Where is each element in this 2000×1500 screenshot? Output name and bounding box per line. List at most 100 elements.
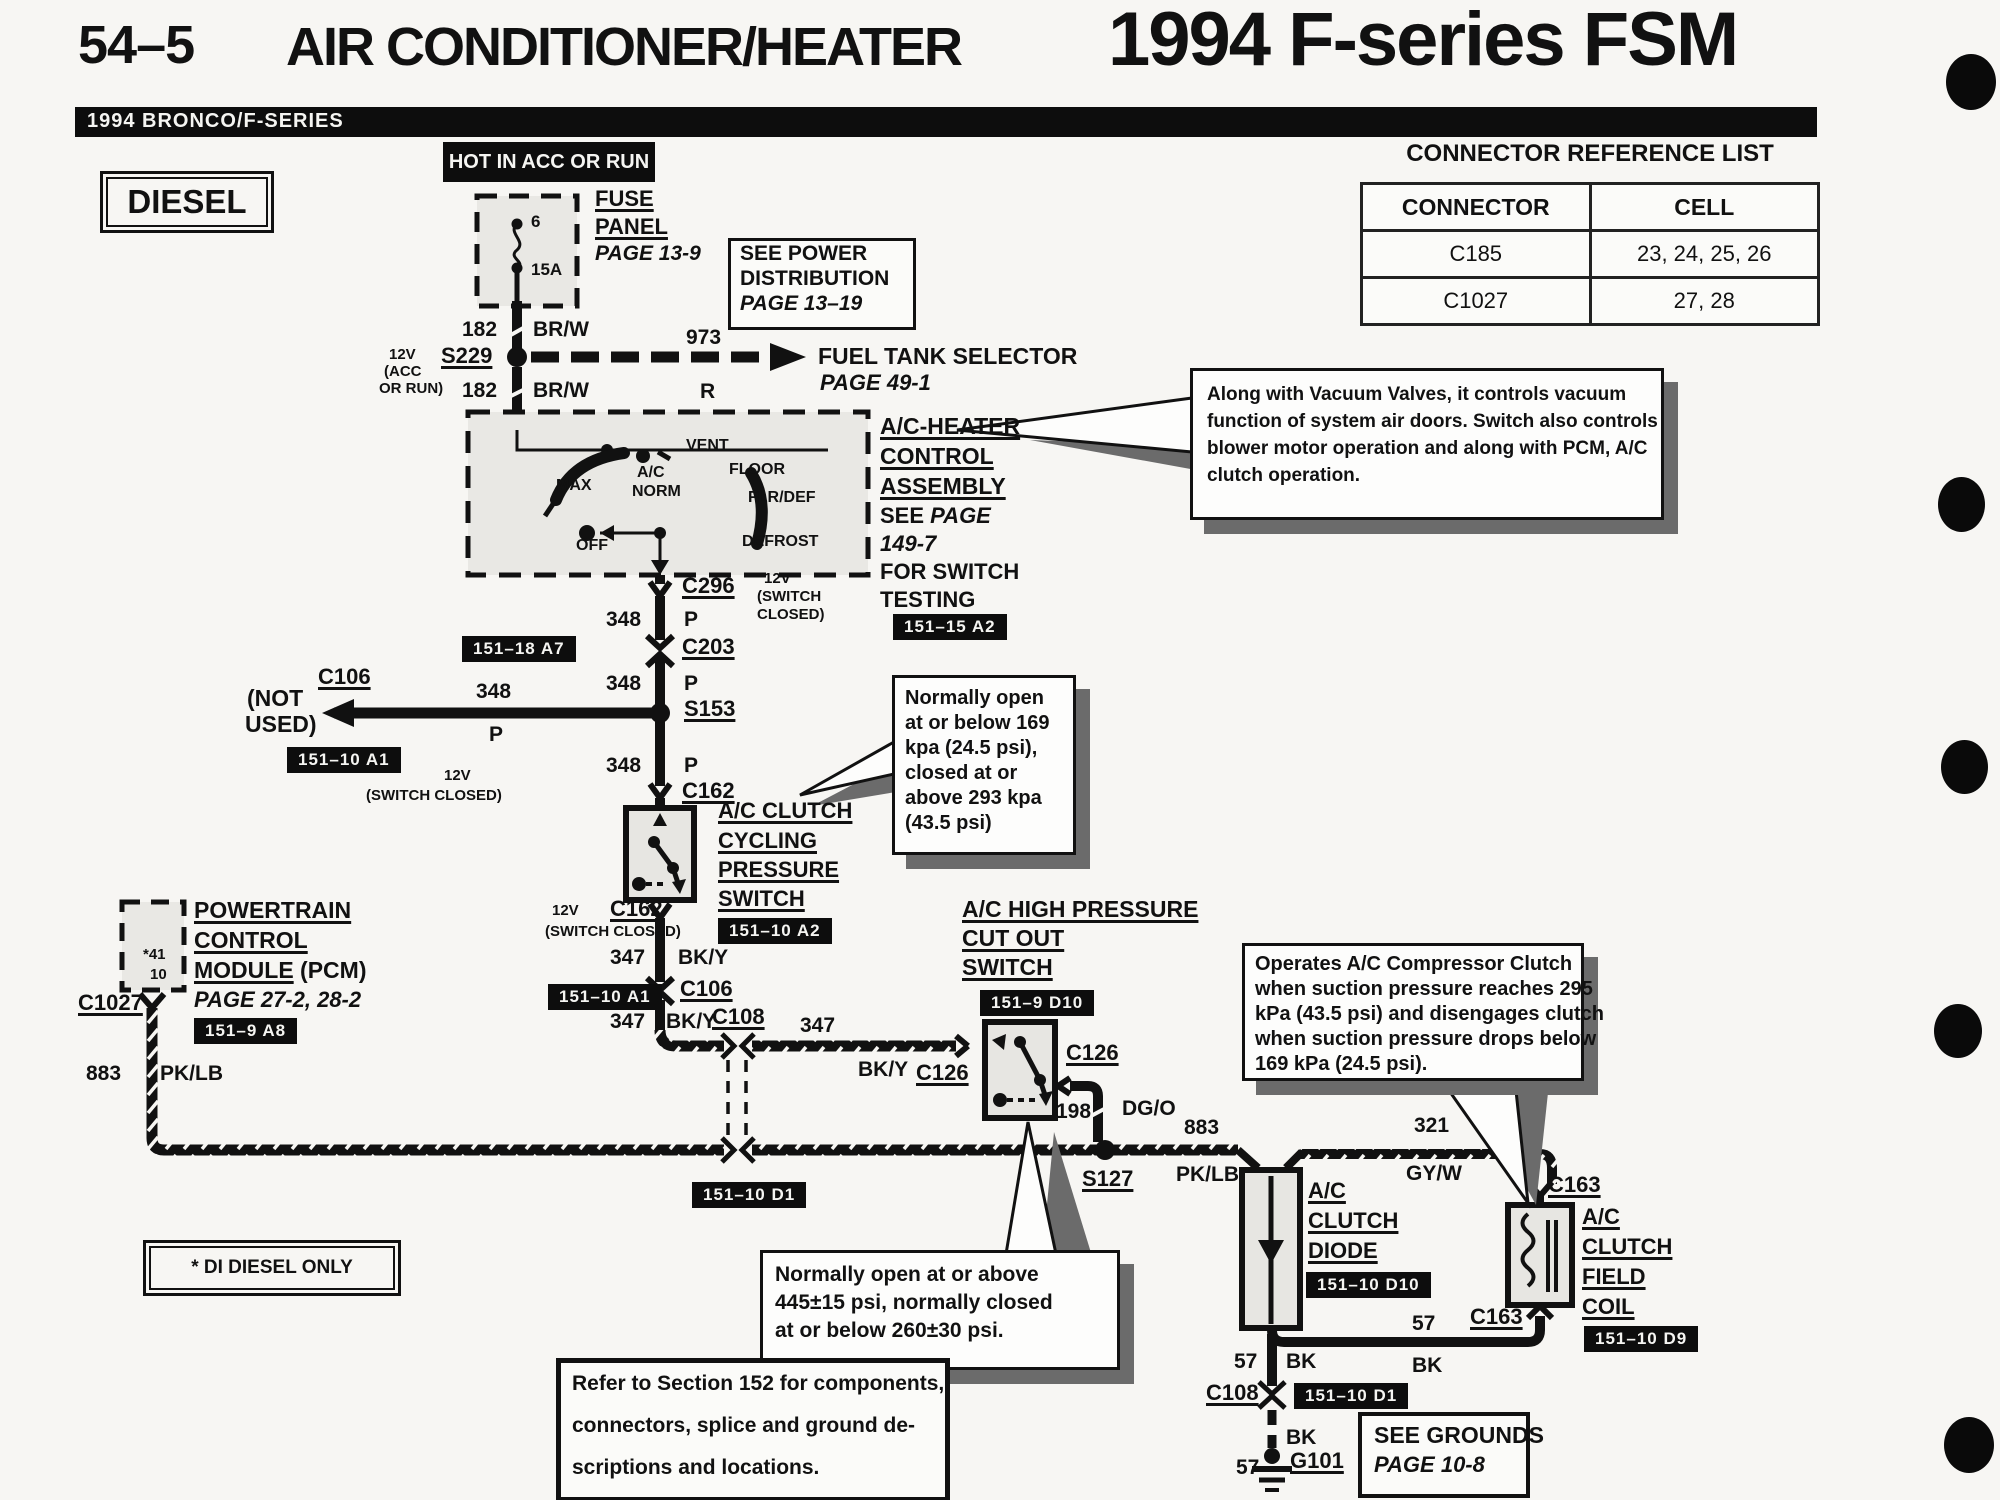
wire-973 (531, 343, 806, 371)
grounds-box (1358, 1412, 1530, 1498)
pcm-pin: *41 (143, 946, 166, 963)
grounds-line1: SEE GROUNDS (1374, 1422, 1544, 1448)
fuel-selector-page: PAGE 49-1 (820, 370, 931, 395)
wire-color: BK/Y (666, 1010, 717, 1033)
pcm-page: PAGE 27-2, 28-2 (194, 987, 362, 1012)
wire-number: 182 (462, 379, 498, 402)
switch-pos-norm: NORM (632, 483, 681, 500)
wire-number: 182 (462, 318, 498, 341)
control-assembly-symbol (465, 409, 871, 578)
note-line: at or below 169 (905, 712, 1050, 734)
field-coil-symbol (1505, 1202, 1575, 1308)
cutout-switch-symbol (982, 1019, 1107, 1142)
grounds-line2: PAGE 10-8 (1374, 1452, 1485, 1477)
manual-overlay-title: 1994 F-series FSM (1108, 0, 1739, 82)
diesel-note-text: * DI DIESEL ONLY (191, 1257, 353, 1278)
cell-tag: 151–10 D1 (1294, 1383, 1409, 1409)
note-line: (43.5 psi) (905, 812, 992, 834)
cell-tag: 151–10 D10 (1306, 1272, 1431, 1298)
connector-reference-table: CONNECTOR CELL C185 23, 24, 25, 26 C1027… (1360, 182, 1820, 326)
variant-box: DIESEL (100, 171, 274, 233)
variant-label: DIESEL (127, 183, 247, 220)
switch-pos-defrost: DEFROST (742, 533, 819, 550)
cell-tag: 151–15 A2 (893, 614, 1007, 640)
punch-hole (1946, 54, 1996, 110)
hp-title-3: SWITCH (962, 954, 1053, 980)
note-line: closed at or (905, 762, 1018, 784)
note-line: kpa (24.5 psi), (905, 737, 1038, 759)
wire-number: 321 (1414, 1114, 1450, 1137)
col-header-connector: CONNECTOR (1360, 182, 1592, 232)
note-line: when suction pressure drops below (1255, 1028, 1597, 1050)
note-line: function of system air doors. Switch als… (1207, 411, 1658, 432)
connector-label-c126b: C126 (1066, 1040, 1119, 1065)
refer-line1: Refer to Section 152 for components, (572, 1372, 945, 1395)
ccps-title-2: CYCLING (718, 828, 817, 853)
wire-color: BK/Y (678, 946, 729, 969)
connector-label-c108: C108 (712, 1004, 765, 1029)
cell-value: 27, 28 (1588, 276, 1820, 326)
refer-box (556, 1358, 950, 1500)
wire-number: 347 (610, 946, 646, 969)
switch-pos-off: OFF (576, 537, 608, 554)
wire-number: 198 (1056, 1100, 1092, 1123)
pcm-pin: 10 (150, 966, 167, 983)
wire-color: P (684, 754, 699, 777)
connector-value: C185 (1360, 229, 1592, 279)
coil-title-1: A/C (1582, 1204, 1620, 1229)
wire-number: 883 (86, 1062, 122, 1085)
pcm-title-1: POWERTRAIN (194, 897, 352, 923)
wire-color: GY/W (1406, 1162, 1462, 1185)
wire-color: BR/W (533, 379, 589, 402)
assembly-title-7: TESTING (880, 587, 976, 612)
voltage-note: (SWITCH CLOSED) (545, 923, 681, 940)
wire-number: 348 (606, 672, 642, 695)
power-distribution-box (728, 238, 916, 330)
ccps-title-3: PRESSURE (718, 857, 840, 882)
note-line: 445±15 psi, normally closed (775, 1291, 1053, 1314)
page-title: AIR CONDITIONER/HEATER (286, 17, 963, 77)
coil-title-3: FIELD (1582, 1264, 1646, 1289)
cell-tag: 151–10 D9 (1584, 1326, 1699, 1352)
connector-label-c296: C296 (682, 573, 735, 598)
assembly-title-4: SEE PAGE (880, 503, 991, 528)
voltage-note: (ACC (384, 363, 422, 380)
wire-number: 347 (610, 1010, 646, 1033)
coil-title-2: CLUTCH (1582, 1234, 1673, 1259)
hp-title-1: A/C HIGH PRESSURE (962, 896, 1199, 922)
fuse-panel-page: PAGE 13-9 (595, 242, 701, 265)
power-dist-line3: PAGE 13–19 (740, 292, 863, 315)
voltage-note: (SWITCH CLOSED) (366, 787, 502, 804)
table-row: C185 23, 24, 25, 26 (1360, 229, 1820, 279)
diode-title-1: A/C (1308, 1178, 1346, 1203)
punch-hole (1941, 740, 1988, 794)
connector-value: C1027 (1360, 276, 1592, 326)
note-line: Operates A/C Compressor Clutch (1255, 953, 1573, 975)
wire-number: 348 (606, 754, 642, 777)
model-bar: 1994 BRONCO/F-SERIES (75, 107, 1817, 137)
connector-label-c162: C162 (682, 778, 735, 803)
connector-label-c126: C126 (916, 1060, 969, 1085)
fuse-rating: 15A (531, 260, 563, 279)
cell-tag: 151–10 A1 (287, 747, 401, 773)
fuse-panel-symbol (474, 193, 580, 309)
note-line: at or below 260±30 psi. (775, 1319, 1004, 1342)
wire-color: BK/Y (858, 1058, 909, 1081)
assembly-title-2: CONTROL (880, 443, 994, 469)
callout-pointers (799, 396, 1550, 1256)
connector-label-c106b: C106 (680, 976, 733, 1001)
wire-number: 57 (1236, 1456, 1260, 1479)
note-line: Normally open (905, 687, 1044, 709)
splice-label-s153: S153 (684, 696, 736, 721)
model-bar-text: 1994 BRONCO/F-SERIES (87, 110, 344, 132)
table-header-row: CONNECTOR CELL (1360, 182, 1820, 232)
wire-color: P (489, 723, 504, 746)
splice-label-s127: S127 (1082, 1166, 1134, 1191)
cell-tag: 151–9 A8 (194, 1018, 298, 1044)
coil-title-4: COIL (1582, 1294, 1635, 1319)
wire-number: 348 (606, 608, 642, 631)
cell-tag: 151–10 A1 (548, 984, 662, 1010)
wire-color: DG/O (1122, 1097, 1176, 1120)
